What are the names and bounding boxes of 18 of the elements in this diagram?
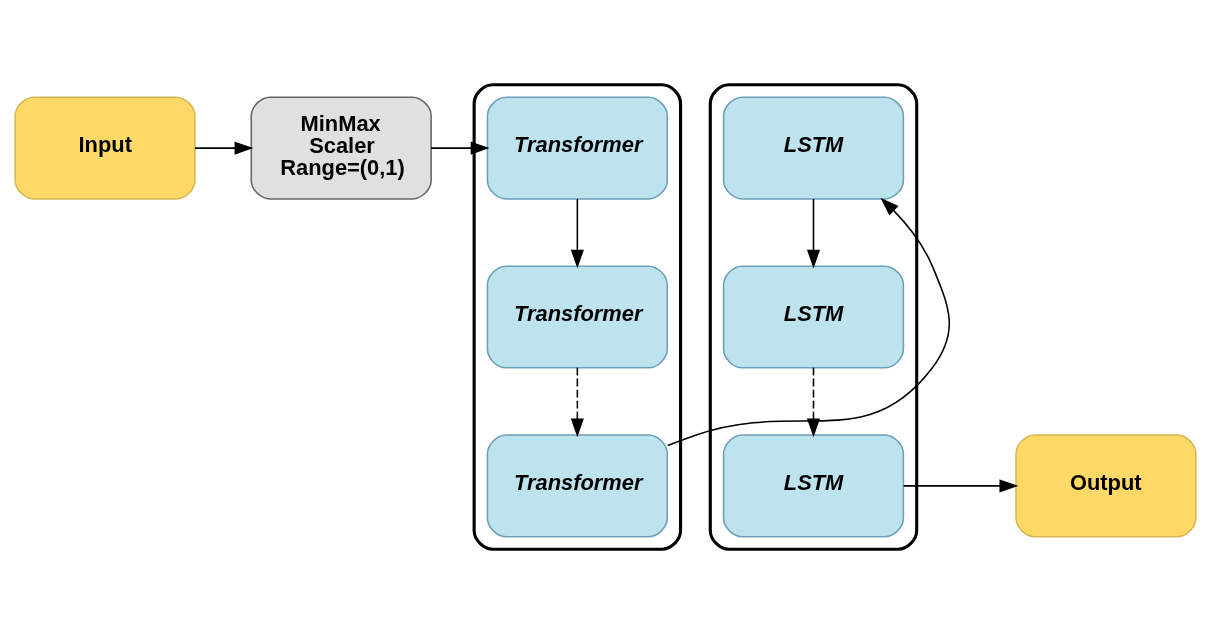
arrow <box>806 198 821 269</box>
node-box: Output <box>1015 434 1197 538</box>
cluster <box>708 83 919 551</box>
node-box: LSTM <box>722 265 905 369</box>
node-box: MinMax Scaler Range=(0,1) <box>250 96 432 200</box>
node-box: Transformer <box>486 96 669 200</box>
arrow <box>194 141 254 155</box>
arrow <box>430 141 490 155</box>
node-box: LSTM <box>722 434 905 538</box>
arrow <box>570 198 584 269</box>
arrow <box>806 367 821 438</box>
arrow <box>902 479 1019 493</box>
arrow <box>667 197 950 447</box>
node-box: LSTM <box>722 96 905 200</box>
node-box: Input <box>14 96 196 200</box>
node-box: Transformer <box>486 434 669 538</box>
node-box: Transformer <box>486 265 669 369</box>
arrow <box>570 367 584 438</box>
